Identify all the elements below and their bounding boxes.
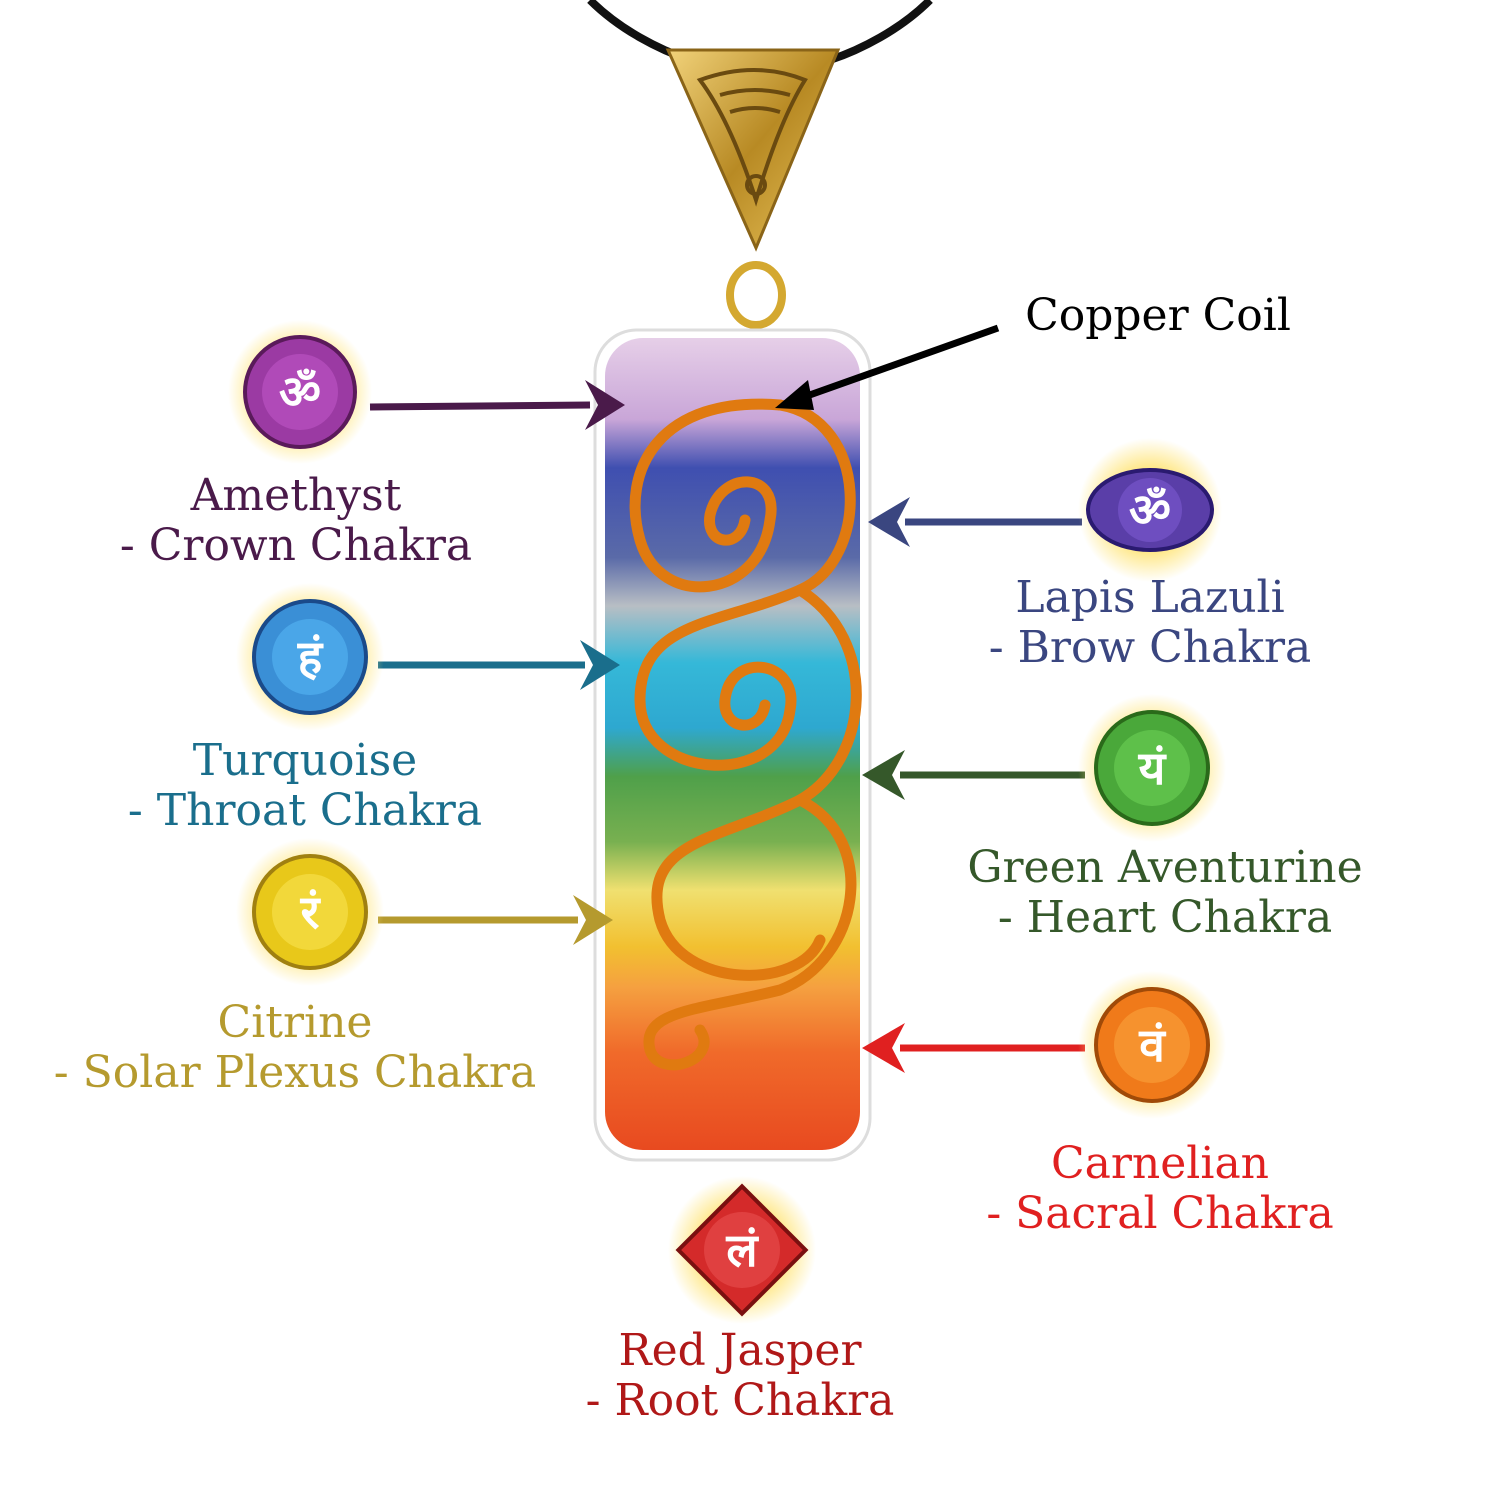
crown-chakra-icon: ॐ xyxy=(228,320,372,464)
throat-glyph: हं xyxy=(297,630,324,684)
brow-chakra-icon: ॐ xyxy=(1078,438,1222,582)
arrow-solar-head xyxy=(573,895,613,945)
throat-stone-label: Turquoise xyxy=(193,735,417,786)
heart-chakra-label: - Heart Chakra xyxy=(998,892,1332,943)
root-stone-label: Red Jasper xyxy=(618,1325,862,1376)
copper-coil xyxy=(629,398,862,1071)
arrow-throat-head xyxy=(580,640,620,690)
arrow-crown xyxy=(369,401,591,411)
solar-plexus-chakra-icon: रं xyxy=(236,838,384,986)
heart-glyph: यं xyxy=(1138,741,1168,795)
labels: Copper Coil Amethyst - Crown Chakra Lapi… xyxy=(54,290,1363,1426)
necklace-cord-right xyxy=(828,0,933,64)
arrow-copper-coil-head xyxy=(775,380,814,410)
throat-chakra-label: - Throat Chakra xyxy=(128,785,482,836)
throat-chakra-icon: हं xyxy=(236,583,384,731)
pendant-bail xyxy=(665,48,841,329)
arrow-heart-head xyxy=(862,750,905,800)
sacral-chakra-icon: वं xyxy=(1078,971,1226,1119)
arrow-crown-head xyxy=(585,380,625,430)
sacral-glyph: वं xyxy=(1138,1018,1166,1072)
root-glyph: लं xyxy=(725,1223,759,1277)
solar-stone-label: Citrine xyxy=(218,997,373,1048)
root-chakra-icon: लं xyxy=(668,1176,816,1324)
root-chakra-label: - Root Chakra xyxy=(586,1375,895,1426)
solar-glyph: रं xyxy=(300,885,322,939)
arrow-sacral-head xyxy=(862,1023,905,1073)
arrow-copper-coil xyxy=(788,324,1000,406)
arrow-brow-head xyxy=(868,497,910,547)
brow-glyph: ॐ xyxy=(1129,483,1171,537)
arrows xyxy=(369,324,1085,1073)
sacral-stone-label: Carnelian xyxy=(1051,1138,1269,1189)
chakra-icons: ॐ ॐ हं यं रं वं xyxy=(228,320,1226,1324)
heart-chakra-icon: यं xyxy=(1078,694,1226,842)
solar-chakra-label: - Solar Plexus Chakra xyxy=(54,1047,536,1098)
crown-stone-label: Amethyst xyxy=(190,470,402,521)
heart-stone-label: Green Aventurine xyxy=(967,842,1362,893)
brow-stone-label: Lapis Lazuli xyxy=(1015,572,1284,623)
crown-glyph: ॐ xyxy=(279,365,321,419)
orgonite-stone xyxy=(593,328,872,1162)
copper-coil-label: Copper Coil xyxy=(1025,290,1291,341)
crown-chakra-label: - Crown Chakra xyxy=(120,520,472,571)
sacral-chakra-label: - Sacral Chakra xyxy=(986,1188,1333,1239)
brow-chakra-label: - Brow Chakra xyxy=(989,622,1312,673)
